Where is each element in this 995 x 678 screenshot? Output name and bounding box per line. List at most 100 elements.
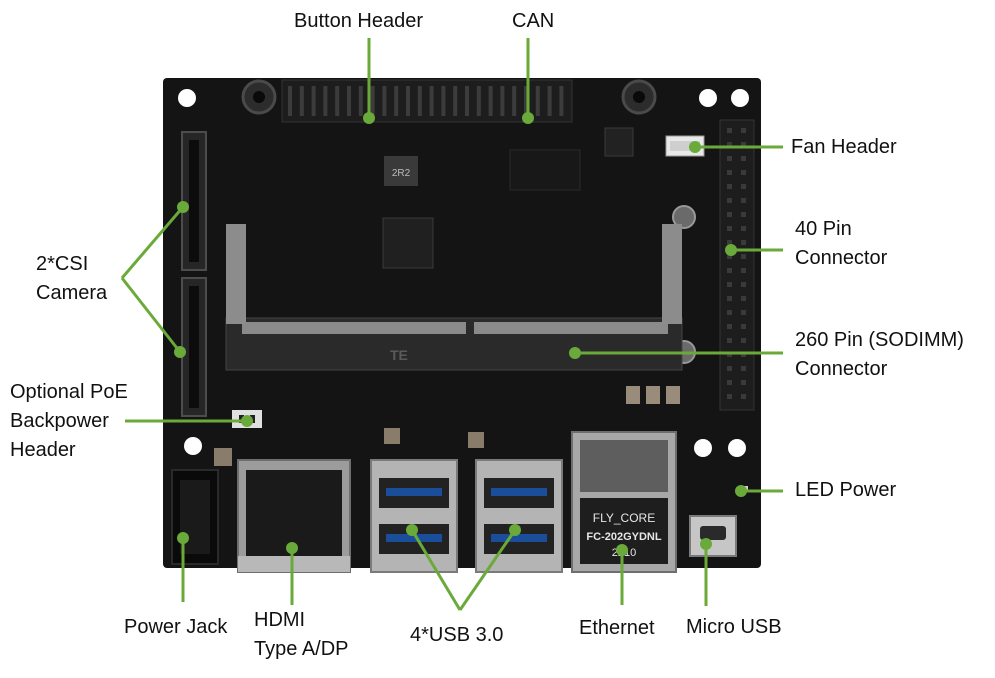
capacitor — [214, 448, 232, 466]
label-button-header: Button Header — [294, 10, 423, 32]
header-pin — [535, 86, 540, 116]
gpio-pin — [727, 142, 732, 147]
header-pin — [370, 86, 375, 116]
gpio-pin — [727, 282, 732, 287]
sodimm-contacts — [242, 322, 668, 334]
header-pin — [441, 86, 446, 116]
gpio-pin — [727, 212, 732, 217]
gpio-pin — [741, 198, 746, 203]
header-pin — [524, 86, 528, 116]
leader-40-pin-dot — [725, 244, 737, 256]
leader-power-jack-dot — [177, 532, 189, 544]
label-sodimm-connector: 260 Pin (SODIMM)Connector — [795, 329, 964, 380]
header-pin — [429, 86, 434, 116]
header-pin — [288, 86, 292, 116]
leader-usb-left-dot — [406, 524, 418, 536]
ethernet-brand: FLY_CORE — [593, 511, 655, 525]
standoff — [672, 205, 696, 229]
gpio-pin — [727, 254, 732, 259]
header-pin — [406, 86, 410, 116]
header-pin — [417, 86, 422, 116]
leader-csi-top — [120, 206, 185, 279]
header-pin — [299, 86, 304, 116]
capacitor — [468, 432, 484, 448]
gpio-pin — [727, 170, 732, 175]
ic-chip — [604, 127, 634, 157]
capacitor — [646, 386, 660, 404]
gpio-pin — [741, 240, 746, 245]
gpio-pin — [727, 268, 732, 273]
leader-led-power-dot — [735, 485, 747, 497]
sodimm-latch — [226, 224, 246, 324]
gpio-pin — [741, 324, 746, 329]
leader-csi-bottom-dot — [174, 346, 186, 358]
leader-poe-dot — [241, 415, 253, 427]
capacitor — [666, 386, 680, 404]
gpio-pin — [727, 324, 732, 329]
leader-ethernet-dot — [616, 544, 628, 556]
ethernet-jack-top — [580, 440, 668, 492]
gpio-pin — [727, 380, 732, 385]
gpio-pin — [741, 394, 746, 399]
gpio-pins — [727, 128, 746, 399]
leader-can-dot — [522, 112, 534, 124]
gpio-pin — [727, 296, 732, 301]
leader-dots — [174, 112, 747, 556]
hdmi-dp-opening — [246, 470, 342, 556]
leader-lines — [120, 38, 783, 611]
leader-usb-right — [458, 529, 517, 611]
gpio-pin — [727, 184, 732, 189]
gpio-pin — [727, 240, 732, 245]
header-pin — [512, 86, 517, 116]
leader-sodimm-dot — [569, 347, 581, 359]
header-pin — [500, 86, 505, 116]
gpio-pin — [741, 170, 746, 175]
gpio-40-pin-connector — [719, 119, 755, 411]
gpio-pin — [741, 128, 746, 133]
ic-chip — [509, 149, 581, 191]
header-pin — [394, 86, 399, 116]
label-ethernet: Ethernet — [579, 617, 655, 639]
gpio-pin — [741, 268, 746, 273]
gpio-pin — [741, 212, 746, 217]
capacitor — [626, 386, 640, 404]
gpio-pin — [741, 338, 746, 343]
label-can: CAN — [512, 10, 555, 32]
gpio-pin — [741, 226, 746, 231]
gpio-pin — [741, 380, 746, 385]
mounting-hole — [178, 89, 196, 107]
gpio-pin — [741, 296, 746, 301]
gpio-pin — [727, 226, 732, 231]
header-pins — [288, 86, 564, 116]
label-micro-usb: Micro USB — [686, 616, 782, 638]
header-pin — [488, 86, 493, 116]
header-pin — [358, 86, 363, 116]
header-pin — [453, 86, 458, 116]
sodimm-latch — [662, 224, 682, 324]
leader-fan-header-dot — [689, 141, 701, 153]
csi-connector-1-slot — [189, 140, 199, 262]
usb-port-stack-2 — [475, 459, 563, 573]
usb-tongue — [491, 488, 547, 496]
usb-port-stack-1 — [370, 459, 458, 573]
header-pin — [311, 86, 316, 116]
gpio-pin — [727, 310, 732, 315]
label-power-jack: Power Jack — [124, 616, 228, 638]
inductor — [384, 156, 418, 186]
ic-chip — [382, 217, 434, 269]
fan-header-slot — [670, 141, 700, 151]
gpio-pin — [741, 254, 746, 259]
header-pin — [476, 86, 481, 116]
ethernet-model: FC-202GYDNL — [586, 531, 661, 543]
gpio-pin — [741, 282, 746, 287]
label-usb: 4*USB 3.0 — [410, 624, 504, 646]
sodimm-marking: TE — [390, 347, 408, 363]
leader-micro-usb-dot — [700, 538, 712, 550]
hdmi-dp-edge — [238, 556, 350, 572]
header-pin — [323, 86, 328, 116]
